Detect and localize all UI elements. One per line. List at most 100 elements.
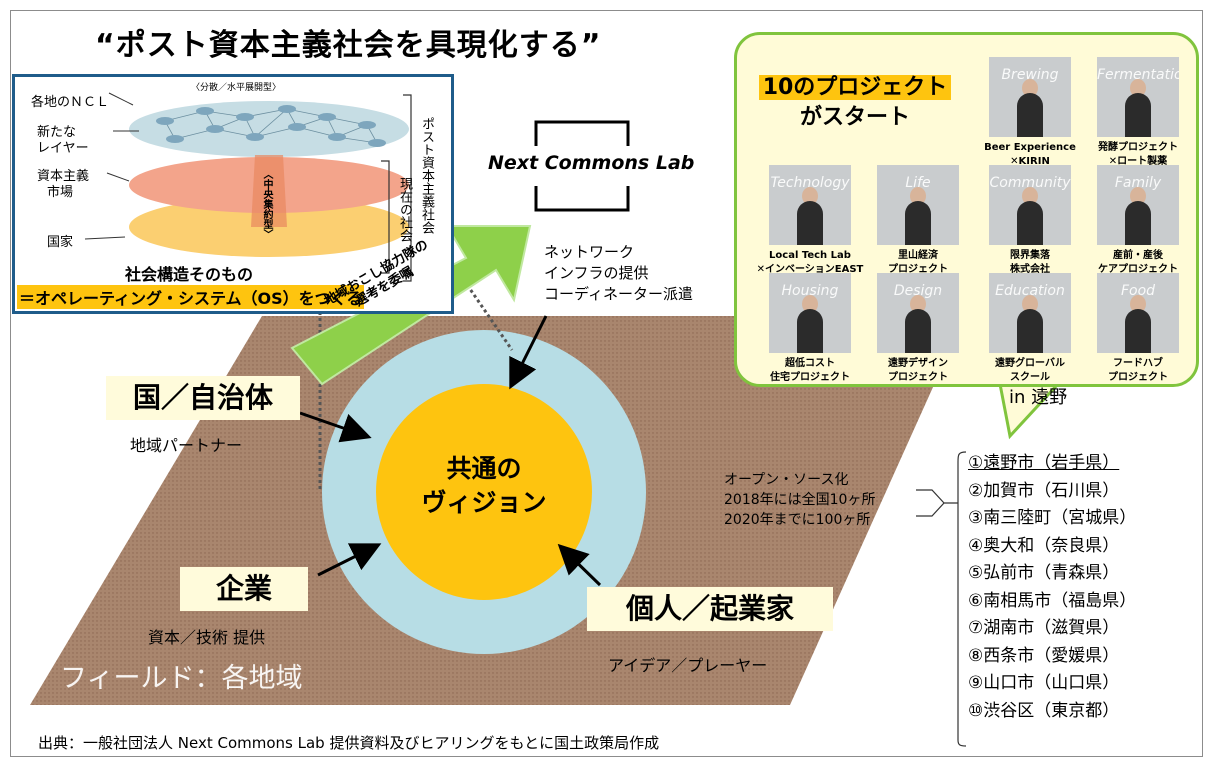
project-keyword: Community <box>989 175 1071 191</box>
network-disc <box>129 101 409 157</box>
common-vision: 共通の ヴィジョン <box>384 452 584 520</box>
person-body <box>905 201 931 245</box>
arrow-individual-to-center <box>557 543 602 587</box>
city-item: ⑨山口市（山口県） <box>968 673 1120 693</box>
project-label-line-1: 超低コスト <box>785 358 835 369</box>
arrow-ncl-to-center <box>509 315 548 390</box>
project-label-line-1: 産前・産後 <box>1113 250 1163 261</box>
person-body <box>1125 201 1151 245</box>
project-keyword: Family <box>1114 175 1162 191</box>
headline-line-2: がスタート <box>799 105 910 130</box>
open-source-line-1: オープン・ソース化 <box>724 472 849 488</box>
project-label-line-1: 里山経済 <box>898 250 938 261</box>
person-head <box>910 295 926 313</box>
distributed-note: 〈分散／水平展開型〉 <box>191 83 282 93</box>
project-photo: Family <box>1097 165 1179 245</box>
central-core <box>251 155 287 227</box>
label-post-capitalism: ポスト資本主義社会 <box>419 117 434 234</box>
person-head <box>1022 187 1038 205</box>
arrow-government-to-center <box>299 411 372 443</box>
project-label-line-2: 住宅プロジェクト <box>770 372 850 383</box>
person-head <box>1022 79 1038 97</box>
city-item: ⑧西条市（愛媛県） <box>968 645 1120 666</box>
city-item: ⑤弘前市（青森県） <box>968 563 1120 583</box>
company-label: 企業 <box>180 567 308 611</box>
city-item: ①遠野市（岩手県） <box>968 453 1120 473</box>
person-head <box>1022 295 1038 313</box>
project-photo: Fermentation <box>1097 57 1179 137</box>
project-keyword: Food <box>1120 283 1156 299</box>
project-label-line-2: スクール <box>1010 372 1050 383</box>
project-label-line-1: 遠野デザイン <box>888 358 948 369</box>
city-item: ⑩渋谷区（東京都） <box>968 700 1120 721</box>
project-label: 里山経済プロジェクト <box>863 249 973 277</box>
label-ncl: 各地のＮＣＬ <box>31 95 110 110</box>
individual-label: 個人／起業家 <box>587 587 833 631</box>
project-keyword: Education <box>995 283 1065 299</box>
person-head <box>802 187 818 205</box>
location-label: in 遠野 <box>1009 387 1068 408</box>
label-new-layer-1: 新たな <box>37 125 77 140</box>
city-list: ①遠野市（岩手県） ②加賀市（石川県） ③南三陸町（宮城県） ④奥大和（奈良県）… <box>968 450 1136 725</box>
label-nation: 国家 <box>47 235 74 250</box>
vision-line-1: 共通の <box>446 454 522 483</box>
layer-discs <box>84 92 412 282</box>
label-central: 〈中央集約型〉 <box>261 169 272 239</box>
city-item: ④奥大和（奈良県） <box>968 535 1120 556</box>
project-photo: Education <box>989 273 1071 353</box>
person-body <box>1017 309 1043 353</box>
project-label-line-1: Beer Experience <box>984 142 1076 153</box>
person-head <box>1130 187 1146 205</box>
project-label-line-2: ✕KIRIN <box>1010 156 1050 167</box>
network-links <box>164 108 378 144</box>
bracket-open-source <box>916 489 945 517</box>
project-label-line-2: 株式会社 <box>1010 264 1050 275</box>
project-photo: Housing <box>769 273 851 353</box>
source-note: 出典：一般社団法人 Next Commons Lab 提供資料及びヒアリングをも… <box>38 734 660 752</box>
project-keyword: Housing <box>781 283 839 299</box>
layer-diagram: 〈分散／水平展開型〉 各地のＮＣＬ 新たな レイヤー 資本主義 市場 国家 〈中… <box>12 74 454 314</box>
person-body <box>1017 93 1043 137</box>
project-photo: Design <box>877 273 959 353</box>
city-item: ②加賀市（石川県） <box>968 480 1120 501</box>
project-keyword: Fermentation <box>1097 67 1179 83</box>
project-keyword: Technology <box>770 175 850 191</box>
individual-role: アイデア／プレーヤー <box>608 656 768 675</box>
project-label-line-1: フードハブ <box>1113 358 1163 369</box>
project-label: 遠野グローバルスクール <box>975 357 1085 385</box>
person-body <box>905 309 931 353</box>
person-body <box>1017 201 1043 245</box>
ncl-description: ネットワーク インフラの提供 コーディネーター派遣 <box>544 242 693 305</box>
vision-line-2: ヴィジョン <box>421 488 547 517</box>
open-source-line-3: 2020年までに100ヶ所 <box>724 512 871 528</box>
bubble-headline: 10のプロジェクト がスタート <box>745 73 965 133</box>
project-label-line-2: ✕インベーションEAST <box>756 264 864 275</box>
bracket-post-capitalism <box>403 94 412 282</box>
project-label-line-1: 限界集落 <box>1010 250 1050 261</box>
label-new-layer-2: レイヤー <box>37 141 89 156</box>
diagram-frame <box>10 10 1203 757</box>
bracket-cities <box>944 451 967 747</box>
project-keyword: Brewing <box>1001 67 1059 83</box>
ncl-line-3: コーディネーター派遣 <box>544 285 693 303</box>
project-label: 限界集落株式会社 <box>975 249 1085 277</box>
project-label: 発酵プロジェクト✕ロート製薬 <box>1083 141 1193 169</box>
project-label: フードハブプロジェクト <box>1083 357 1193 385</box>
network-nodes <box>156 105 386 147</box>
person-head <box>802 295 818 313</box>
arrow-company-to-center <box>317 543 382 577</box>
project-label-line-2: プロジェクト <box>1108 372 1168 383</box>
project-label-line-2: プロジェクト <box>888 372 948 383</box>
person-head <box>1130 295 1146 313</box>
inner-circle <box>376 384 592 600</box>
ncl-logo: Next Commons Lab <box>488 152 695 174</box>
city-item: ⑥南相馬市（福島県） <box>968 590 1137 611</box>
project-label-line-2: ✕ロート製薬 <box>1108 156 1168 167</box>
project-label: 超低コスト住宅プロジェクト <box>755 357 865 385</box>
government-role: 地域パートナー <box>130 436 243 455</box>
person-body <box>1125 93 1151 137</box>
label-market-2: 市場 <box>47 185 74 200</box>
layer-leader-lines <box>84 92 139 240</box>
person-body <box>797 201 823 245</box>
label-market-1: 資本主義 <box>37 169 90 184</box>
